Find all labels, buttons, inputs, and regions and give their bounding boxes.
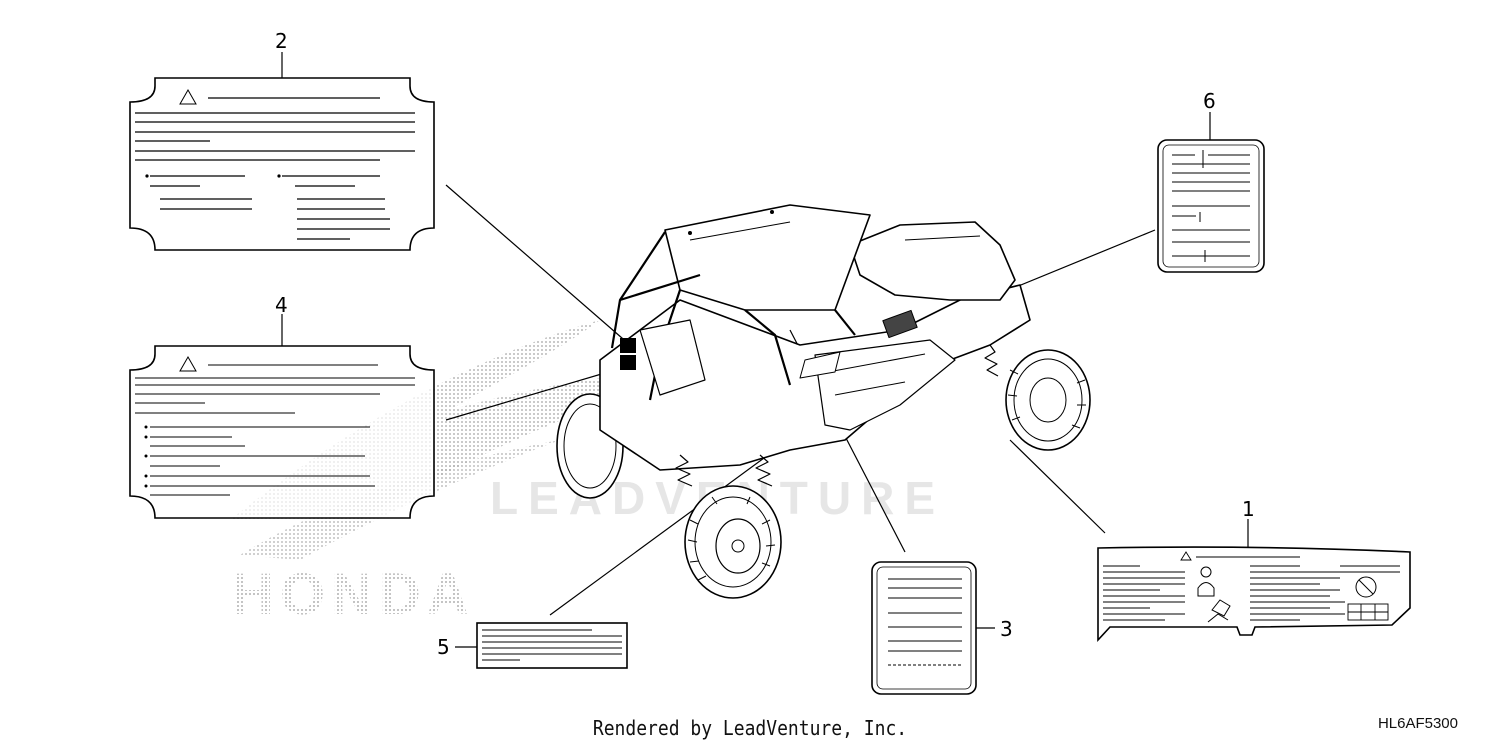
warning-triangle-icon (179, 355, 197, 372)
callout-4: 4 (275, 293, 288, 317)
warning-triangle-icon (179, 88, 197, 105)
callout-1: 1 (1242, 497, 1255, 521)
rider-helmet-icon (1197, 566, 1215, 597)
label-3-info-sticker[interactable] (871, 561, 977, 695)
callout-2: 2 (275, 29, 288, 53)
prohibition-icon (1355, 576, 1377, 598)
label-1-warning-sticker[interactable] (1097, 546, 1411, 643)
diagram-code: HL6AF5300 (1377, 715, 1458, 732)
callout-numbers: 1 2 3 4 5 6 (275, 29, 1255, 659)
warning-triangle-icon (1180, 551, 1192, 561)
label-2-warning-sticker[interactable] (129, 77, 435, 251)
label-5-info-sticker[interactable] (476, 622, 628, 669)
utv-vehicle-illustration (556, 204, 1091, 599)
honda-logo-text: HONDA (232, 562, 475, 627)
label-4-warning-sticker[interactable] (129, 345, 435, 519)
passenger-warning-icon (1207, 599, 1231, 623)
load-capacity-table (1347, 603, 1389, 621)
label-6-info-sticker[interactable] (1157, 139, 1265, 273)
callout-5: 5 (437, 635, 450, 659)
callout-6: 6 (1203, 89, 1216, 113)
callout-3: 3 (1000, 617, 1013, 641)
footer-credit: Rendered by LeadVenture, Inc. (592, 716, 908, 740)
